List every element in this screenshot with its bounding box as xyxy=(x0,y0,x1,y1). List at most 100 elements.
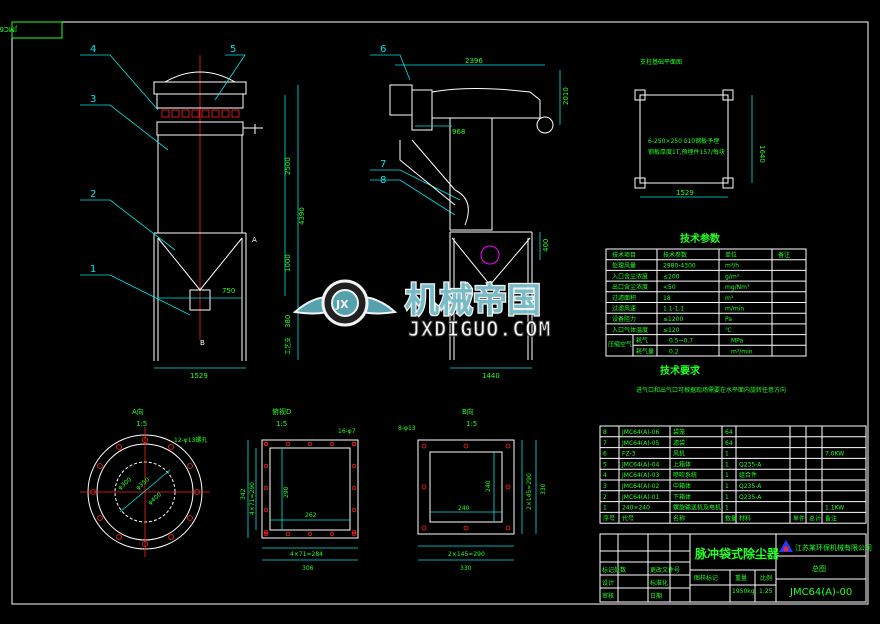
tb-label-weight: 重量 xyxy=(735,574,747,582)
drawing-frame xyxy=(11,21,869,605)
dim-1440: 1440 xyxy=(482,372,500,380)
watermark-cn: 机械帝国 xyxy=(405,281,541,321)
view-a-d350: φ350 xyxy=(135,476,151,491)
parts-cell: 6 xyxy=(603,451,607,458)
view-d-342: 342 xyxy=(240,488,247,500)
bolt-hole xyxy=(263,507,269,513)
bolt-hole xyxy=(168,444,174,450)
foundation-title: 支柱基础平面图 xyxy=(640,58,682,66)
parts-cell: 4 xyxy=(603,472,607,479)
bolt-hole xyxy=(97,515,103,521)
tech-params-cell: 处理风量 xyxy=(612,262,636,270)
bolt-hole xyxy=(116,444,122,450)
drawing-number: JMC64(A)-00 xyxy=(789,587,852,598)
dim-2010: 2010 xyxy=(562,87,570,105)
tech-params-air-group: 压缩空气 xyxy=(608,341,632,349)
company-logo-icon xyxy=(779,540,793,552)
balloon-4: 4 xyxy=(90,44,96,55)
tech-params-cell: <50 xyxy=(663,284,676,291)
balloon-5: 5 xyxy=(230,44,236,55)
parts-cell: JMC64(A)-03 xyxy=(621,472,660,479)
product-name: 脉冲袋式除尘器 xyxy=(694,546,780,561)
tech-params-cell: 入口含尘浓度 xyxy=(612,272,648,280)
parts-cell: 3 xyxy=(603,483,607,490)
parts-cell: 1.1KW xyxy=(825,505,844,512)
parts-cell: 滤袋 xyxy=(673,439,685,447)
tech-params-cell: mg/Nm³ xyxy=(725,284,750,291)
bolt-hole xyxy=(351,531,357,537)
bolt-hole xyxy=(307,441,313,447)
balloon-1: 1 xyxy=(90,264,96,275)
side-text: 工艺支 xyxy=(284,337,292,355)
tb-label-date: 日期 xyxy=(650,592,662,600)
tech-params-cell: ≤200 xyxy=(663,273,680,280)
bolt-hole xyxy=(187,463,193,469)
parts-cell: 下箱体 xyxy=(673,493,691,501)
bolt-hole xyxy=(285,531,291,537)
drawing-name: 总图 xyxy=(812,564,826,573)
tech-params-title: 技术参数 xyxy=(680,232,721,245)
weight-value: 1950kg xyxy=(732,588,755,595)
bolt-hole xyxy=(505,484,511,490)
tech-params-header: 单位 xyxy=(725,251,737,259)
view-d-note-holes: 16-φ7 xyxy=(338,428,356,435)
dim-2500: 2500 xyxy=(284,157,292,175)
tech-params-cell: 入口气体温度 xyxy=(612,326,648,334)
bolt-hole xyxy=(351,529,357,535)
dim-1529: 1529 xyxy=(190,372,208,380)
tb-label-sample-mark: 图样标记 xyxy=(694,574,718,582)
view-b-2x145-v: 2×145=290 xyxy=(526,473,533,510)
dim-1000: 1000 xyxy=(284,254,292,272)
tech-params-cell: ≤120 xyxy=(663,327,680,334)
bolt-hole xyxy=(263,463,269,469)
foundation-dim-v: 1640 xyxy=(758,145,766,163)
tech-params-air-value: 0.5~0.7 xyxy=(669,338,693,345)
tech-params-header: 技术项目 xyxy=(612,251,636,259)
label-b: B xyxy=(200,339,205,347)
view-d-title: 俯视D xyxy=(272,407,291,416)
parts-cell: Q235-A xyxy=(739,494,762,501)
bolt-hole xyxy=(187,515,193,521)
balloon-6: 6 xyxy=(380,44,386,55)
parts-cell: JMC64(A)-06 xyxy=(621,429,660,436)
balloon-7: 7 xyxy=(380,159,386,170)
tech-params-air-label: 耗气 xyxy=(636,337,648,345)
tech-params-cell: m³/h xyxy=(725,263,739,270)
watermark-en: JXDIGUO.COM xyxy=(408,317,551,341)
tb-label-standard: 标准化 xyxy=(650,579,668,587)
parts-cell: JMC64(A)-02 xyxy=(621,483,660,490)
view-d-4x71-290: 4×71=290 xyxy=(249,482,256,515)
tech-params-cell: ℃ xyxy=(725,327,732,334)
bolt-hole xyxy=(97,463,103,469)
parts-cell: JMC64(A)-01 xyxy=(621,494,660,501)
tb-label-change: 更改文件号 xyxy=(650,566,680,574)
view-b-scale: 1:5 xyxy=(466,420,477,428)
tech-params-air-unit: m³/min xyxy=(731,348,753,355)
parts-header: 材料 xyxy=(739,514,751,522)
tech-params-cell: 设备阻力 xyxy=(612,315,636,323)
parts-cell: 1 xyxy=(725,483,729,490)
tech-params-air-label: 耗气量 xyxy=(636,347,654,355)
tech-requirements-title: 技术要求 xyxy=(660,364,701,377)
bolt-hole xyxy=(505,443,511,449)
parts-cell: FZ-3 xyxy=(622,451,636,458)
parts-cell: 中箱体 xyxy=(673,482,691,490)
dim-968: 968 xyxy=(452,128,465,136)
dim-4390: 4390 xyxy=(298,207,306,225)
view-a-note-holes: 12-φ13螺孔 xyxy=(174,436,207,444)
bolt-hole xyxy=(421,443,427,449)
tech-params-header: 技术参数 xyxy=(663,251,687,259)
parts-cell: 组合件 xyxy=(739,471,757,479)
tech-params-cell: m² xyxy=(725,295,734,302)
view-d: 俯视D 1:5 16-φ7 342 4×71=290 290 262 4×71=… xyxy=(240,407,359,572)
view-b-note-holes: 8-φ13 xyxy=(398,425,416,432)
view-a: A向 1:5 12-φ13螺孔 φ300 φ350 φ400 xyxy=(80,407,210,557)
bolt-hole xyxy=(351,463,357,469)
dim-2396: 2396 xyxy=(465,57,483,65)
tech-params-cell: 出口含尘浓度 xyxy=(612,283,648,291)
tech-params-header: 备注 xyxy=(778,251,790,259)
company-name: 江苏某环保机械有限公司 xyxy=(795,543,872,552)
foundation-note-1: 6-250×250 δ10钢板予埋 xyxy=(648,137,719,145)
